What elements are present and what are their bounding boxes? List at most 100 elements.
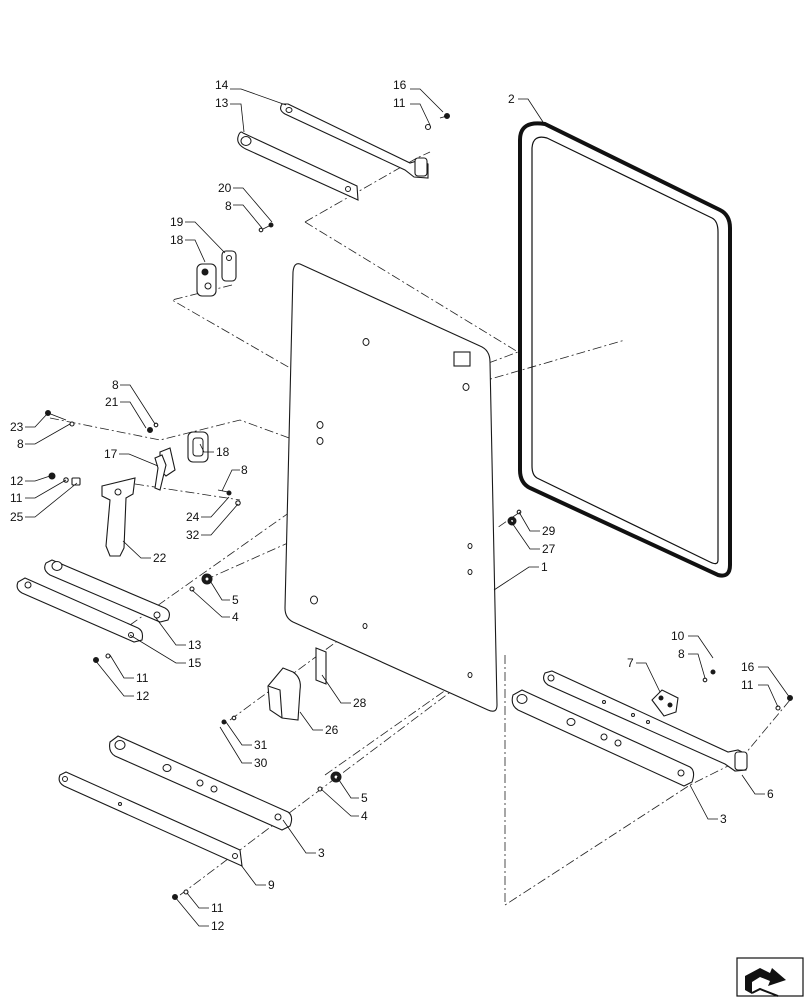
callout-leader-c8e: [688, 653, 706, 679]
callout-label-c19: 19: [170, 215, 184, 229]
callout-leader-c13b: [155, 617, 186, 646]
callout-leader-c19: [185, 221, 226, 254]
callout-label-c4b: 4: [361, 809, 368, 823]
upper-hardware: [258, 113, 450, 233]
callout-leader-c30: [219, 726, 252, 764]
callout-leader-c28: [321, 674, 351, 704]
callout-label-c10: 10: [671, 629, 685, 643]
callout-leader-c11d: [109, 654, 134, 679]
callout-label-c16b: 16: [741, 660, 755, 674]
callout-label-c16a: 16: [393, 78, 407, 92]
callout-leader-c12c: [174, 896, 209, 927]
callout-leader-c6: [741, 774, 765, 795]
callout-label-c11e: 11: [211, 901, 224, 915]
callout-leader-c11e: [186, 892, 209, 909]
callout-label-c8c: 8: [17, 437, 24, 451]
callout-leader-c11a: [410, 103, 431, 126]
callout-leader-c22: [122, 540, 151, 559]
callout-label-c12b: 12: [136, 689, 150, 703]
callout-leader-c29: [518, 511, 540, 532]
window-gasket: [518, 121, 732, 578]
callout-leader-c8b: [120, 384, 156, 425]
callout-leader-c26: [299, 711, 323, 731]
callout-leader-c1: [493, 566, 539, 591]
callout-label-c8a: 8: [225, 199, 232, 213]
callout-label-c9: 9: [268, 878, 275, 892]
callout-leader-c11b: [25, 479, 67, 499]
callout-label-c15: 15: [188, 656, 202, 670]
callout-label-c3b: 3: [318, 846, 325, 860]
callout-leader-c32: [201, 503, 239, 536]
callout-leader-c24: [201, 496, 230, 518]
callout-label-c18a: 18: [170, 233, 184, 247]
callout-leader-c11c: [758, 684, 779, 708]
callout-leader-c17: [119, 453, 159, 467]
callout-label-c13b: 13: [188, 638, 202, 652]
callout-leader-c18b: [199, 443, 214, 453]
lower-right-arms: [511, 669, 793, 787]
callout-leader-c8c: [25, 423, 71, 445]
callout-label-c32: 32: [186, 528, 200, 542]
callout-label-c5b: 5: [361, 791, 368, 805]
callout-leader-c25: [25, 482, 78, 518]
right-hardware: [507, 509, 522, 526]
callout-leader-c8a: [233, 204, 263, 229]
callout-label-c11b: 11: [10, 491, 23, 505]
callout-leader-c20: [233, 187, 273, 223]
callout-label-c26: 26: [325, 723, 339, 737]
door-panel: [284, 263, 498, 712]
callout-label-c17: 17: [104, 447, 118, 461]
callout-label-c11c: 11: [741, 678, 754, 692]
callout-leader-c27: [509, 519, 540, 550]
callout-label-c24: 24: [186, 510, 200, 524]
callout-label-c30: 30: [254, 756, 268, 770]
callout-leader-c7: [636, 662, 661, 693]
callout-leader-c15: [129, 634, 186, 664]
callout-label-c5a: 5: [232, 593, 239, 607]
upper-brackets: [196, 250, 237, 297]
callout-label-c12a: 12: [10, 474, 24, 488]
callout-leader-c8d: [221, 469, 240, 492]
callout-label-c2: 2: [508, 92, 515, 106]
callout-leader-c16b: [758, 666, 791, 699]
callout-label-c29: 29: [542, 524, 556, 538]
callout-label-c1: 1: [541, 560, 548, 574]
callout-label-c4a: 4: [232, 610, 239, 624]
callout-leader-c5a: [208, 578, 230, 601]
callout-leader-c4b: [320, 788, 359, 817]
navigation-arrow-icon[interactable]: [736, 957, 804, 997]
callout-label-c6: 6: [767, 787, 774, 801]
callout-label-c27: 27: [542, 542, 556, 556]
callout-label-c28: 28: [353, 696, 367, 710]
callout-label-c14: 14: [215, 78, 229, 92]
callout-label-c31: 31: [254, 738, 268, 752]
callout-leader-c16a: [410, 88, 444, 113]
callout-leader-c9: [240, 864, 266, 886]
callout-label-c7: 7: [627, 656, 634, 670]
callout-leader-c14: [230, 88, 287, 106]
callout-leader-c12a: [25, 475, 51, 482]
callout-label-c22: 22: [153, 551, 167, 565]
callout-label-c8b: 8: [112, 378, 119, 392]
latch-assembly: [45, 410, 241, 557]
callout-leader-c21: [120, 401, 147, 429]
lower-left-arms: [58, 735, 293, 900]
callout-leader-c18a: [185, 239, 206, 263]
callout-leader-c13a: [230, 103, 245, 133]
callout-leader-c31: [225, 721, 252, 746]
callout-label-c18b: 18: [216, 445, 230, 459]
callout-label-c21: 21: [105, 395, 119, 409]
callout-leader-c4a: [191, 589, 230, 618]
callout-label-c3a: 3: [720, 812, 727, 826]
callout-label-c8d: 8: [241, 463, 248, 477]
callout-leader-c2: [518, 98, 544, 123]
callout-leader-c23: [25, 412, 49, 428]
callout-leader-c12b: [94, 659, 134, 697]
callout-label-c20: 20: [218, 181, 232, 195]
callout-leader-c3b: [282, 819, 316, 854]
callout-leader-c10: [688, 635, 714, 659]
callout-leader-c3a: [689, 784, 718, 820]
callout-label-c12c: 12: [211, 919, 225, 933]
